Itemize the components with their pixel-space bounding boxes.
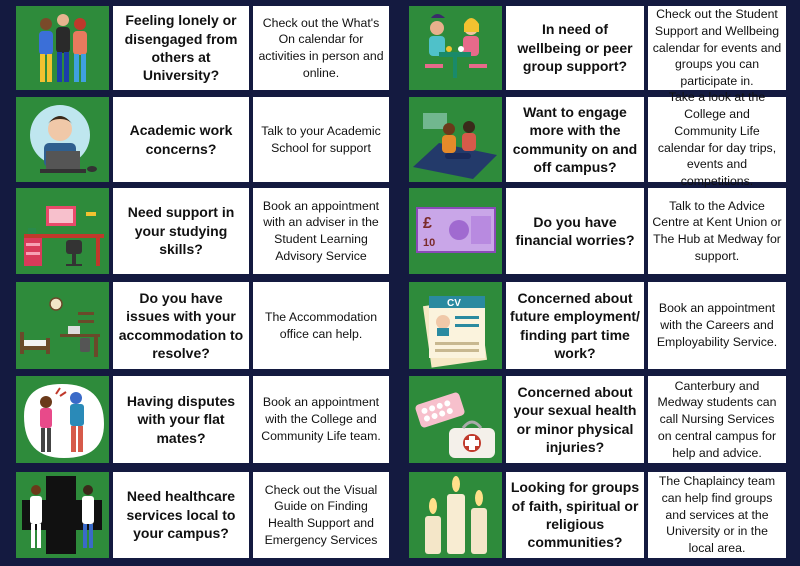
- question-card: Looking for groups of faith, spiritual o…: [506, 472, 644, 558]
- candles-icon: [409, 472, 502, 558]
- medical-cross-icon: [16, 472, 109, 558]
- study-desk-icon: [16, 188, 109, 274]
- svg-text:10: 10: [423, 237, 435, 249]
- answer-card: Check out the What's On calendar for act…: [253, 6, 389, 90]
- answer-card: The Chaplaincy team can help find groups…: [648, 472, 786, 558]
- answer-card: Check out the Student Support and Wellbe…: [648, 6, 786, 90]
- answer-card: Book an appointment with an adviser in t…: [253, 188, 389, 274]
- answer-card: The Accommodation office can help.: [253, 282, 389, 369]
- question-card: Need healthcare services local to your c…: [113, 472, 249, 558]
- question-card: Do you have financial worries?: [506, 188, 644, 274]
- friends-picnic-icon: [409, 97, 502, 182]
- answer-card: Book an appointment with the College and…: [253, 376, 389, 463]
- friends-at-table-icon: [409, 6, 502, 90]
- question-card: Feeling lonely or disengaged from others…: [113, 6, 249, 90]
- answer-card: Take a look at the College and Community…: [648, 90, 786, 188]
- answer-card: Canterbury and Medway students can call …: [648, 376, 786, 463]
- question-card: Do you have issues with your accommodati…: [113, 282, 249, 369]
- question-card: Need support in your studying skills?: [113, 188, 249, 274]
- svg-text:CV: CV: [447, 298, 461, 309]
- question-card: Concerned about your sexual health or mi…: [506, 376, 644, 463]
- answer-card: Talk to the Advice Centre at Kent Union …: [648, 188, 786, 274]
- worried-student-laptop-icon: [16, 97, 109, 182]
- question-card: Academic work concerns?: [113, 97, 249, 182]
- cv-document-icon: CV: [409, 282, 502, 369]
- arguing-flatmates-icon: [16, 376, 109, 463]
- answer-card: Check out the Visual Guide on Finding He…: [253, 472, 389, 558]
- question-card: Concerned about future employment/ findi…: [506, 282, 644, 369]
- group-of-students-icon: [16, 6, 109, 90]
- answer-card: Talk to your Academic School for support: [253, 97, 389, 182]
- answer-card: Book an appointment with the Careers and…: [648, 282, 786, 369]
- question-card: Having disputes with your flat mates?: [113, 376, 249, 463]
- student-room-icon: [16, 282, 109, 369]
- question-card: In need of wellbeing or peer group suppo…: [506, 6, 644, 90]
- banknote-icon: £ 10: [409, 188, 502, 274]
- question-card: Want to engage more with the community o…: [506, 97, 644, 182]
- svg-text:£: £: [423, 215, 432, 232]
- pills-first-aid-icon: [409, 376, 502, 463]
